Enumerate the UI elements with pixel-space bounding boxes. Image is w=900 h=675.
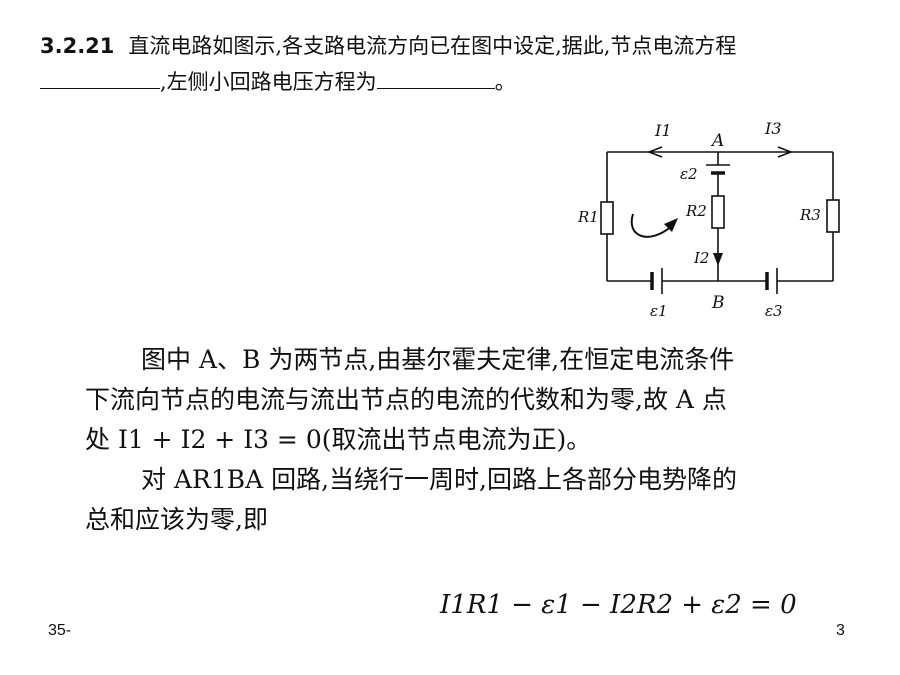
resistor-R1 [600, 201, 614, 235]
problem-text-3: 。 [494, 70, 516, 94]
label-e3: ε3 [765, 302, 783, 320]
battery-e1 [650, 268, 663, 294]
loop-direction-icon [630, 213, 673, 238]
label-A: A [710, 131, 724, 151]
problem-text-1: 直流电路如图示,各支路电流方向已在图中设定,据此,节点电流方程 [128, 34, 737, 58]
battery-e3 [765, 268, 778, 294]
label-B: B [711, 293, 725, 313]
arrow-I1-icon [646, 146, 663, 158]
solution-paragraph-1: 图中 A、B 为两节点,由基尔霍夫定律,在恒定电流条件下流向节点的电流与流出节点… [85, 345, 735, 454]
answer-blank-2 [376, 66, 495, 89]
label-R2: R2 [685, 202, 707, 220]
solution-paragraph-2: 对 AR1BA 回路,当绕行一周时,回路上各部分电势降的总和应该为零,即 [85, 465, 737, 534]
label-I1: I1 [654, 121, 672, 140]
footer-left: 35- [48, 622, 72, 639]
label-R3: R3 [799, 206, 821, 224]
loop-arrowhead-icon [664, 218, 678, 232]
resistor-R3 [826, 199, 840, 233]
resistor-R2 [711, 195, 725, 229]
label-e2: ε2 [680, 165, 698, 183]
circuit-svg: I1 A I3 ε2 R1 R2 R3 I2 ε1 B ε3 [577, 119, 840, 320]
battery-e2 [706, 164, 730, 175]
loop-equation: I1R1 − ε1 − I2R2 + ε2 = 0 [440, 590, 797, 620]
label-R1: R1 [577, 208, 599, 226]
problem-statement: 3.2.21 直流电路如图示,各支路电流方向已在图中设定,据此,节点电流方程 ,左… [40, 28, 890, 100]
label-I2: I2 [693, 249, 709, 267]
answer-blank-1 [40, 66, 160, 89]
label-I3: I3 [764, 119, 782, 138]
problem-number: 3.2.21 [40, 34, 115, 58]
arrow-I2-icon [713, 253, 723, 266]
label-e1: ε1 [650, 302, 668, 320]
problem-text-2: ,左侧小回路电压方程为 [160, 70, 377, 94]
solution-text: 图中 A、B 为两节点,由基尔霍夫定律,在恒定电流条件下流向节点的电流与流出节点… [85, 340, 745, 540]
page-number: 3 [836, 622, 845, 639]
circuit-wires [606, 151, 834, 282]
arrow-I3-icon [777, 146, 794, 158]
circuit-diagram: I1 A I3 ε2 R1 R2 R3 I2 ε1 B ε3 [560, 118, 860, 328]
